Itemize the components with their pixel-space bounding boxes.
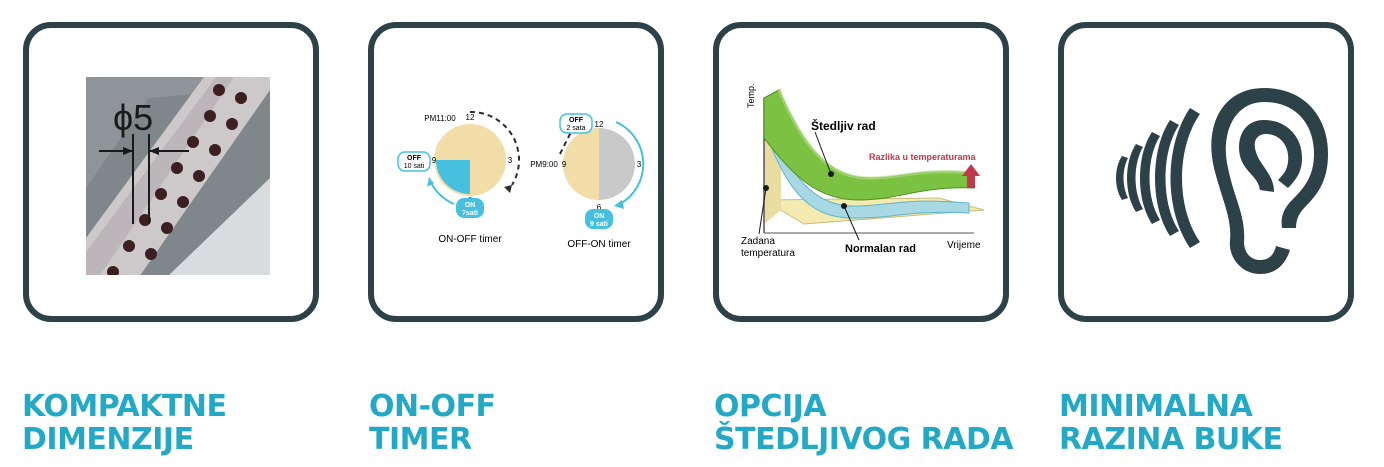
caption-noise: MINIMALNA RAZINA BUKE <box>1059 389 1283 457</box>
off-hours: 2 sata <box>566 125 585 132</box>
setpoint-line1: Zadana <box>741 236 775 247</box>
tick-3: 3 <box>508 156 513 165</box>
caption-line2: DIMENZIJE <box>22 422 194 457</box>
ear-sound-icon <box>1116 88 1328 274</box>
tick-9: 9 <box>562 160 567 169</box>
on-hours: 9 sati <box>590 221 608 228</box>
caption-line2: RAZINA BUKE <box>1059 422 1283 457</box>
start-time-label: PM9:00 <box>530 160 558 169</box>
feature-card-noise <box>1058 22 1354 322</box>
caption-line1: KOMPAKTNE <box>22 389 227 424</box>
tick-9: 9 <box>432 156 437 165</box>
on-hours: 7sati <box>462 210 478 217</box>
y-axis-label: Temp. <box>746 83 756 108</box>
caption-line1: ON-OFF <box>369 389 496 424</box>
on-off-clock: 12 3 6 9 PM11:00 OFF 10 sati ON 7sati ON… <box>397 110 520 245</box>
diameter-label: ϕ5 <box>113 97 153 138</box>
caption-timer: ON-OFF TIMER <box>369 390 496 456</box>
tick-12: 12 <box>595 120 604 129</box>
off-hours: 10 sati <box>404 163 425 170</box>
off-label: OFF <box>407 155 422 162</box>
eco-mode-label: Štedljiv rad <box>811 118 876 133</box>
tick-6: 6 <box>597 203 602 212</box>
caption-line2: ŠTEDLJIVOG RADA <box>714 422 1014 457</box>
caption-compact: KOMPAKTNE DIMENZIJE <box>22 390 227 456</box>
temperature-curve-diagram: Temp. Štedljiv rad Razlika u temperatura… <box>741 83 985 259</box>
timer-clock-icon: 12 3 6 9 PM11:00 OFF 10 sati ON 7sati ON… <box>397 110 645 250</box>
feature-card-timer: 12 3 6 9 PM11:00 OFF 10 sati ON 7sati ON… <box>368 22 664 322</box>
setpoint-line2: temperatura <box>741 248 795 259</box>
normal-mode-label: Normalan rad <box>845 243 916 255</box>
caption-line1: OPCIJA <box>714 389 827 424</box>
x-axis-label: Vrijeme <box>947 240 981 251</box>
off-on-clock: 12 3 6 9 PM9:00 OFF 2 sata ON 9 sati OFF… <box>530 113 645 250</box>
caption-eco: OPCIJA ŠTEDLJIVOG RADA <box>714 389 1014 457</box>
feature-card-eco: Temp. Štedljiv rad Razlika u temperatura… <box>713 22 1009 322</box>
caption-line2: TIMER <box>369 422 472 457</box>
timer1-caption: ON-OFF timer <box>438 234 502 245</box>
feature-card-compact: ϕ5 <box>23 22 319 322</box>
off-label: OFF <box>569 117 584 124</box>
on-label: ON <box>465 202 476 209</box>
tick-12: 12 <box>466 113 475 122</box>
perforated-panel-photo: ϕ5 <box>86 77 270 275</box>
start-time-label: PM11:00 <box>424 114 456 123</box>
timer2-caption: OFF-ON timer <box>567 239 631 250</box>
difference-label: Razlika u temperaturama <box>869 152 977 162</box>
tick-3: 3 <box>637 160 642 169</box>
on-label: ON <box>594 213 605 220</box>
caption-line1: MINIMALNA <box>1059 389 1253 424</box>
